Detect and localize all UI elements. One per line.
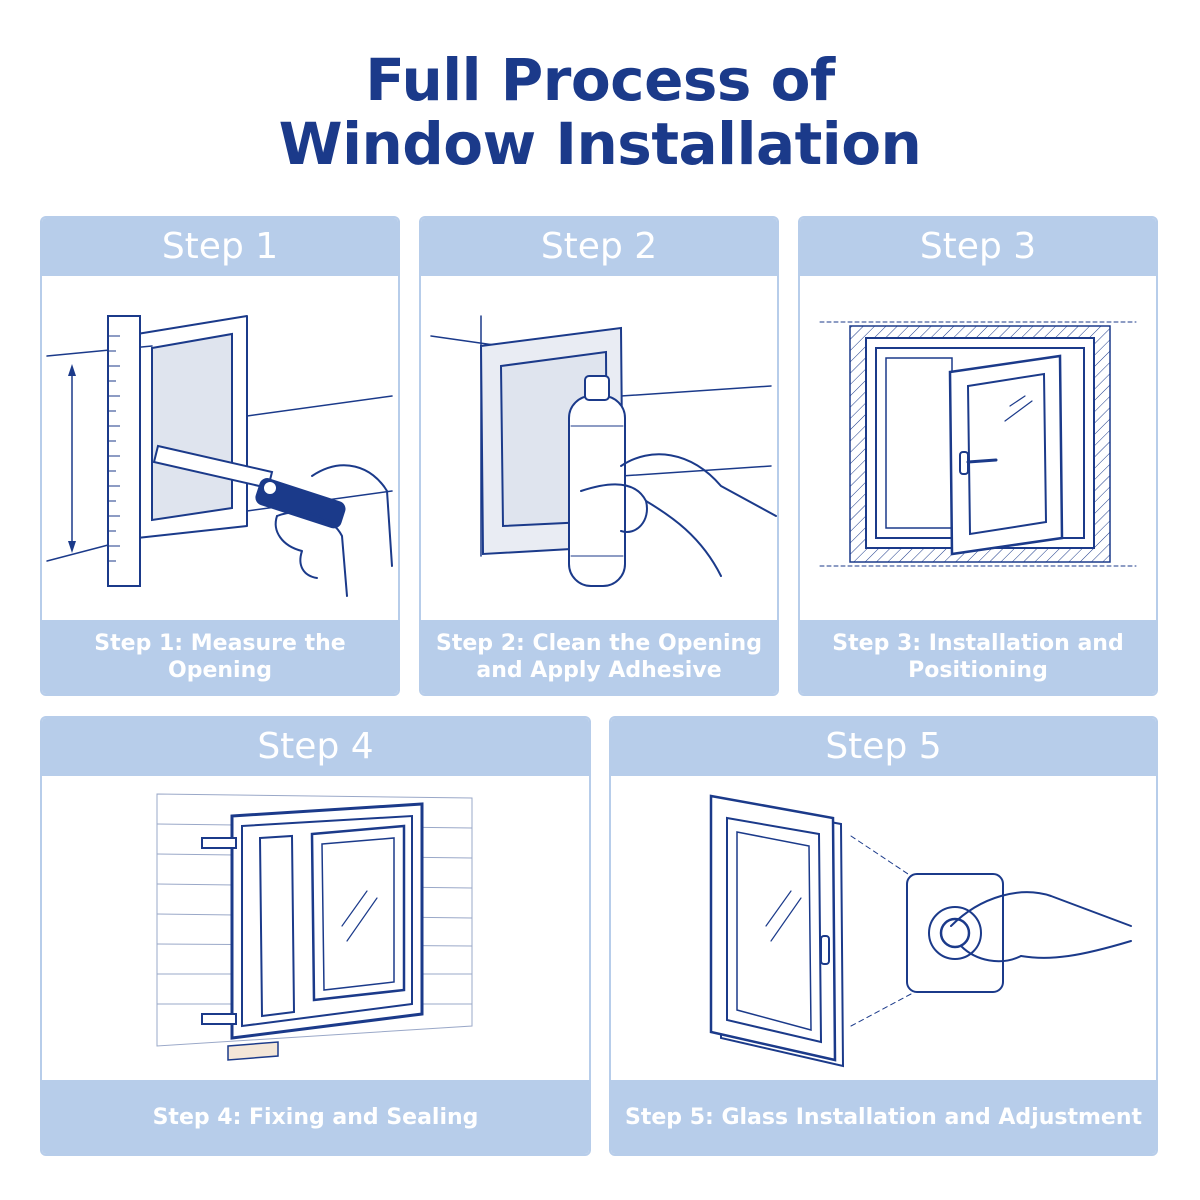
step-4-caption-text: Step 4: Fixing and Sealing [152,1104,479,1130]
step-1-header: Step 1 [42,218,398,276]
step-3-card: Step 3 Step 3: Installation and Position… [798,216,1158,696]
adhesive-bottle-icon [421,276,777,622]
glass-pane-and-adjustment-knob-icon [611,776,1156,1082]
step-2-caption-text: Step 2: Clean the Opening and Apply Adhe… [436,631,762,683]
step-2-header: Step 2 [421,218,777,276]
title-line-1: Full Process of [365,46,835,114]
step-3-header: Step 3 [800,218,1156,276]
step-2-caption: Step 2: Clean the Opening and Apply Adhe… [421,620,777,694]
window-anchored-in-wall-icon [42,776,589,1082]
step-1-caption: Step 1: Measure the Opening [42,620,398,694]
step-1-card: Step 1 [40,216,400,696]
measuring-tape-and-ruler-icon [42,276,398,622]
step-5-caption-text: Step 5: Glass Installation and Adjustmen… [625,1104,1142,1130]
open-window-frame-icon [800,276,1156,622]
step-5-caption: Step 5: Glass Installation and Adjustmen… [611,1080,1156,1154]
step-5-card: Step 5 Step 5: Glass Installation and Ad… [609,716,1158,1156]
step-2-card: Step 2 Step 2: Clean the Opening and App… [419,216,779,696]
page-title: Full Process of Window Installation [0,48,1200,176]
step-5-header: Step 5 [611,718,1156,776]
step-4-caption: Step 4: Fixing and Sealing [42,1080,589,1154]
step-1-caption-text: Step 1: Measure the Opening [94,631,346,683]
step-4-card: Step 4 Step 4: Fixin [40,716,591,1156]
step-3-caption-text: Step 3: Installation and Positioning [832,631,1124,683]
step-3-caption: Step 3: Installation and Positioning [800,620,1156,694]
title-line-2: Window Installation [278,110,922,178]
step-4-header: Step 4 [42,718,589,776]
